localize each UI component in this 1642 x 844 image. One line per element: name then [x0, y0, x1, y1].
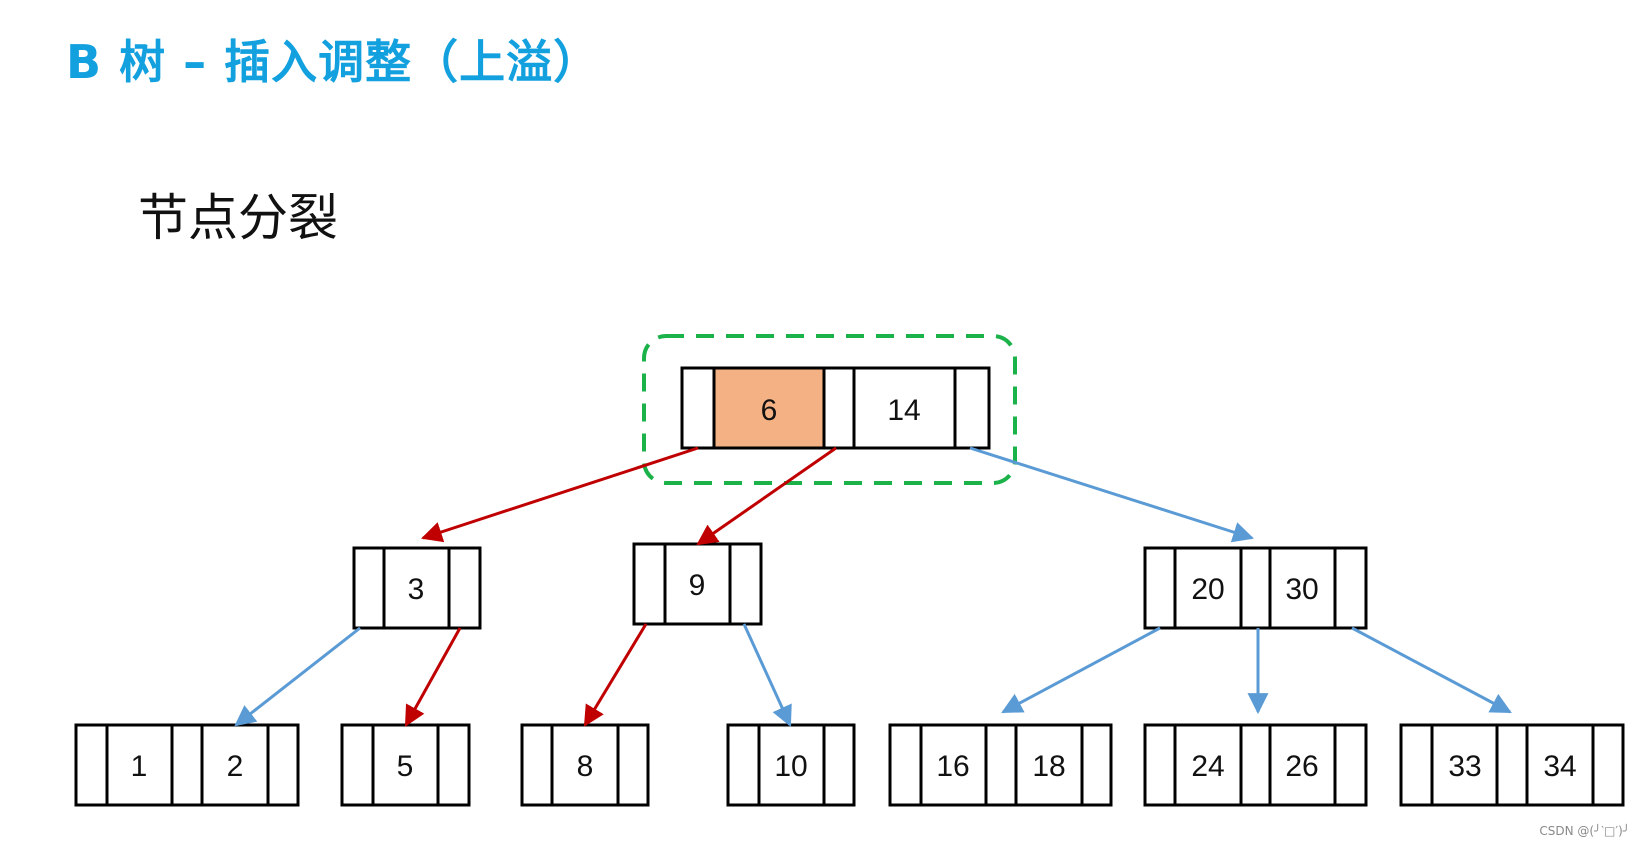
leaf-24-26: 24 26: [1143, 723, 1368, 807]
root-node: 6 14: [680, 366, 991, 450]
leaf-16-18: 16 18: [888, 723, 1113, 807]
key-cell: [852, 366, 957, 450]
edge-red-arrow: [421, 446, 699, 543]
pointer-cell: [520, 723, 554, 807]
pointer-cell: [1495, 723, 1529, 807]
pointer-cell: [1399, 723, 1434, 807]
node-key: 16: [936, 750, 969, 783]
node-key: 33: [1448, 750, 1481, 783]
subtitle: 节点分裂: [138, 189, 338, 247]
edge-blue-arrow: [1001, 626, 1161, 714]
node-3: 3: [352, 546, 482, 630]
edge-blue-arrow: [1351, 626, 1512, 714]
pointer-cell: [1143, 546, 1177, 630]
key-cell: [663, 542, 732, 626]
edge-blue-arrow: [234, 626, 361, 727]
edge-red-arrow: [583, 623, 648, 727]
key-cell: [382, 546, 451, 630]
key-cell-highlighted: [712, 366, 826, 450]
node-20-30: 20 30: [1143, 546, 1368, 630]
node-key: 10: [774, 750, 807, 783]
pointer-cell: [726, 723, 761, 807]
leaf-10: 10: [726, 723, 856, 807]
pointer-cell: [728, 542, 763, 626]
leaf-1-2: 1 2: [74, 723, 300, 807]
watermark: CSDN @(╯‵□′)╯: [1539, 824, 1630, 838]
node-key: 1: [131, 750, 148, 783]
pointer-cell: [340, 723, 375, 807]
pointer-cell: [1080, 723, 1113, 807]
pointer-cell: [352, 546, 386, 630]
node-key: 20: [1191, 573, 1224, 606]
edge-blue-arrow: [969, 446, 1255, 543]
node-key: 3: [408, 573, 425, 606]
node-key: 26: [1285, 750, 1318, 783]
pointer-cell: [1591, 723, 1625, 807]
node-key: 14: [887, 394, 920, 427]
edge-red-arrow: [696, 446, 837, 546]
node-key: 9: [689, 569, 706, 602]
pointer-cell: [1333, 723, 1368, 807]
leaf-8: 8: [520, 723, 650, 807]
pointer-cell: [632, 542, 667, 626]
leaf-33-34: 33 34: [1399, 723, 1625, 807]
page-title: B 树 – 插入调整（上溢）: [66, 35, 601, 89]
pointer-cell: [1239, 723, 1272, 807]
pointer-cell: [436, 723, 471, 807]
node-key: 18: [1032, 750, 1065, 783]
overflow-highlight-frame: [642, 334, 1017, 485]
pointer-cell: [822, 723, 856, 807]
pointer-cell: [822, 366, 856, 450]
pointer-cell: [953, 366, 991, 450]
node-key: 2: [227, 750, 244, 783]
pointer-cell: [74, 723, 109, 807]
node-key: 6: [761, 394, 778, 427]
key-cell: [1525, 723, 1595, 807]
pointer-cell: [616, 723, 650, 807]
node-key: 8: [577, 750, 594, 783]
pointer-cell: [447, 546, 482, 630]
pointer-cell: [680, 366, 716, 450]
pointer-cell: [984, 723, 1018, 807]
key-cell: [1268, 546, 1337, 630]
pointer-cell: [888, 723, 923, 807]
key-cell: [1173, 546, 1243, 630]
key-cell: [1014, 723, 1084, 807]
pointer-cell: [170, 723, 204, 807]
pointer-cell: [1333, 546, 1368, 630]
pointer-cell: [266, 723, 300, 807]
key-cell: [1173, 723, 1243, 807]
pointer-cell: [1239, 546, 1272, 630]
node-key: 30: [1285, 573, 1318, 606]
node-key: 24: [1191, 750, 1224, 783]
node-key: 5: [397, 750, 414, 783]
edge-red-arrow: [404, 627, 462, 727]
pointer-cell: [1143, 723, 1177, 807]
leaf-5: 5: [340, 723, 471, 807]
edge-blue-arrow: [742, 623, 792, 727]
key-cell: [757, 723, 826, 807]
key-cell: [1430, 723, 1499, 807]
node-key: 34: [1543, 750, 1576, 783]
node-9: 9: [632, 542, 763, 626]
